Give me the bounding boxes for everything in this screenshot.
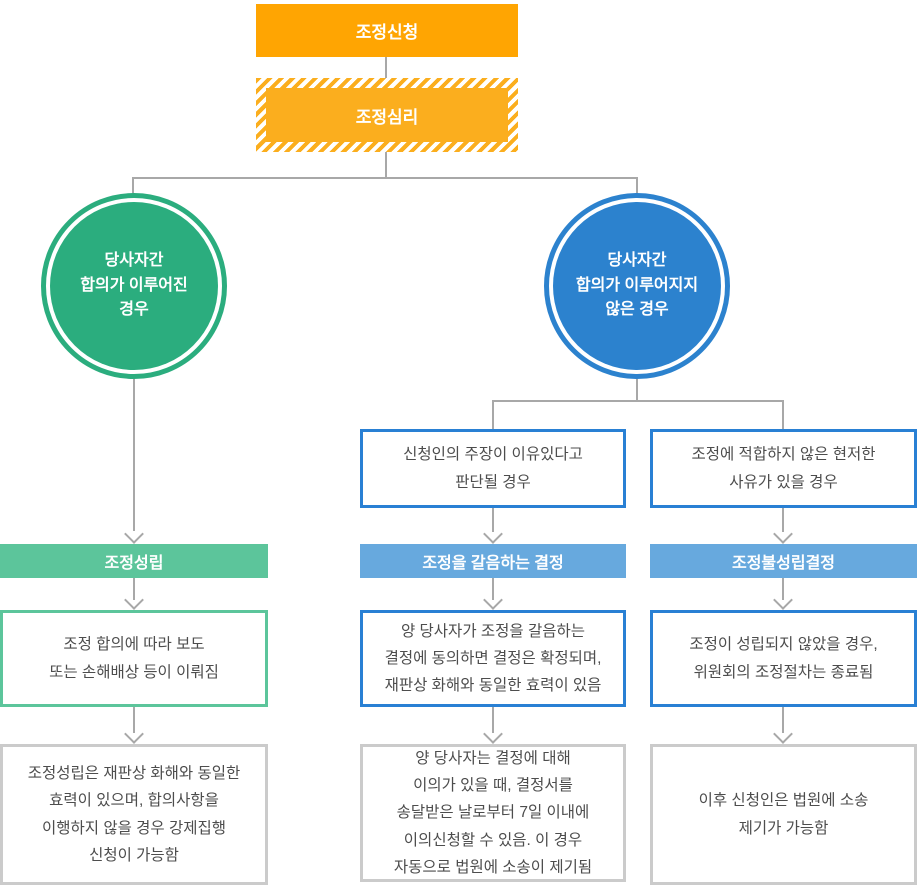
node-result-compensation: 조정 합의에 따라 보도 또는 손해배상 등이 이뤄짐 [0, 610, 268, 707]
node-note-lawsuit-label: 이후 신청인은 법원에 소송 제기가 가능함 [698, 792, 869, 837]
arrow-down-icon [483, 590, 503, 610]
node-mediation-hearing-label: 조정심리 [355, 107, 419, 127]
header-decision-in-lieu: 조정을 갈음하는 결정 [360, 544, 626, 578]
connector-result-note-left [133, 707, 135, 733]
node-note-objection-label: 양 당사자는 결정에 대해 이의가 있을 때, 결정서를 송달받은 날로부터 7… [393, 750, 593, 876]
node-result-compensation-label: 조정 합의에 따라 보도 또는 손해배상 등이 이뤄짐 [49, 636, 219, 681]
connector-drop-case-decision [492, 400, 494, 429]
arrow-down-icon [483, 524, 503, 544]
arrow-down-icon [483, 724, 503, 744]
node-note-lawsuit: 이후 신청인은 법원에 소송 제기가 가능함 [650, 744, 917, 885]
connector-header-result-right [782, 578, 784, 600]
arrow-down-icon [773, 590, 793, 610]
connector-drop-right-circle [636, 177, 638, 195]
connector-right-circle-stem [636, 379, 638, 401]
arrow-down-icon [124, 724, 144, 744]
header-mediation-failed: 조정불성립결정 [650, 544, 917, 578]
connector-hearing-split [132, 177, 638, 179]
connector-drop-left-circle [132, 177, 134, 195]
connector-cond-failure-header [782, 508, 784, 532]
connector-drop-case-failure [782, 400, 784, 429]
arrow-down-icon [124, 590, 144, 610]
arrow-down-icon [773, 524, 793, 544]
node-note-enforcement-label: 조정성립은 재판상 화해와 동일한 효력이 있으며, 합의사항을 이행하지 않을… [27, 765, 241, 864]
node-mediation-hearing: 조정심리 [256, 78, 518, 152]
node-result-procedure-terminated: 조정이 성립되지 않았을 경우, 위원회의 조정절차는 종료됨 [650, 610, 917, 707]
connector-left-circle-header [133, 379, 135, 531]
node-agreement-not-reached-label: 당사자간 합의가 이루어지지 않은 경우 [553, 202, 721, 370]
header-mediation-established-label: 조정성립 [104, 555, 164, 572]
header-mediation-failed-label: 조정불성립결정 [731, 555, 836, 572]
connector-hearing-stem [385, 152, 387, 178]
node-condition-claim-justified-label: 신청인의 주장이 이유있다고 판단될 경우 [403, 446, 583, 491]
node-condition-claim-justified: 신청인의 주장이 이유있다고 판단될 경우 [360, 429, 626, 508]
header-decision-in-lieu-label: 조정을 갈음하는 결정 [422, 555, 564, 572]
connector-result-note-mid [492, 707, 494, 733]
node-agreement-reached-circle: 당사자간 합의가 이루어진 경우 [41, 193, 227, 379]
node-result-procedure-terminated-label: 조정이 성립되지 않았을 경우, 위원회의 조정절차는 종료됨 [689, 636, 878, 681]
node-condition-unsuitable: 조정에 적합하지 않은 현저한 사유가 있을 경우 [650, 429, 917, 508]
connector-apply-hearing [385, 57, 387, 78]
arrow-down-icon [124, 524, 144, 544]
node-result-decision-confirmed: 양 당사자가 조정을 갈음하는 결정에 동의하면 결정은 확정되며, 재판상 화… [360, 610, 626, 707]
arrow-down-icon [773, 724, 793, 744]
node-agreement-not-reached-circle: 당사자간 합의가 이루어지지 않은 경우 [544, 193, 730, 379]
node-note-objection: 양 당사자는 결정에 대해 이의가 있을 때, 결정서를 송달받은 날로부터 7… [360, 744, 626, 882]
connector-right-split [492, 400, 784, 402]
connector-header-result-mid [492, 578, 494, 600]
node-mediation-hearing-inner: 조정심리 [266, 88, 508, 142]
node-result-decision-confirmed-label: 양 당사자가 조정을 갈음하는 결정에 동의하면 결정은 확정되며, 재판상 화… [384, 622, 602, 695]
node-note-enforcement: 조정성립은 재판상 화해와 동일한 효력이 있으며, 합의사항을 이행하지 않을… [0, 744, 268, 885]
node-mediation-application: 조정신청 [256, 4, 518, 57]
node-agreement-reached-label: 당사자간 합의가 이루어진 경우 [50, 202, 218, 370]
header-mediation-established: 조정성립 [0, 544, 268, 578]
connector-cond-decision-header [492, 508, 494, 532]
node-mediation-application-label: 조정신청 [355, 23, 419, 42]
connector-result-note-right [782, 707, 784, 733]
node-condition-unsuitable-label: 조정에 적합하지 않은 현저한 사유가 있을 경우 [691, 446, 876, 491]
connector-header-result-left [133, 578, 135, 600]
